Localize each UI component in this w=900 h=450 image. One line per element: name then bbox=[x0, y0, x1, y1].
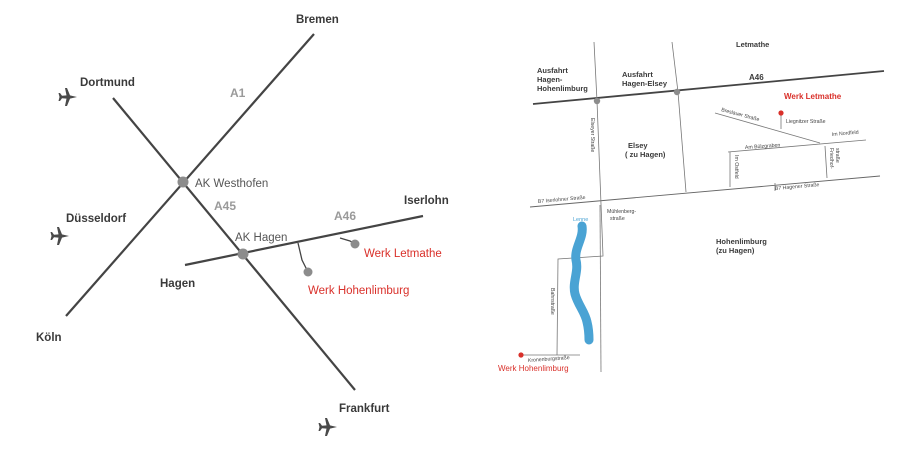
road-breslauer bbox=[714, 112, 821, 144]
highway-label-a45: A45 bbox=[214, 199, 236, 213]
airport-icon bbox=[50, 227, 69, 245]
exit-label-elsey-1: Ausfahrt bbox=[622, 70, 653, 79]
junction-label-hagen: AK Hagen bbox=[235, 232, 287, 244]
plant-marker-detail-hohenlimburg bbox=[518, 352, 524, 358]
river-label-lenne: Lenne bbox=[573, 217, 588, 223]
road-a45 bbox=[112, 97, 356, 391]
exit-marker-hohenlimburg bbox=[593, 97, 601, 105]
street-label-buelzgraben: Am Bülzgraben bbox=[745, 143, 781, 151]
exit-label-hohenlimburg-2: Hagen- bbox=[537, 75, 563, 84]
street-label-liegnitzer: Liegnitzer Straße bbox=[786, 119, 826, 125]
area-letmathe: Letmathe bbox=[736, 40, 769, 49]
street-label-bahnstrasse: Bahnstraße bbox=[549, 288, 555, 315]
exit-label-hohenlimburg-1: Ausfahrt bbox=[537, 66, 568, 75]
plant-marker-letmathe bbox=[350, 239, 360, 249]
road-elsey-exit bbox=[671, 41, 687, 193]
city-koeln: Köln bbox=[36, 332, 62, 344]
street-label-muehlenberg-1: Mühlenberg- bbox=[607, 209, 636, 215]
street-label-breslauer: Breslauer Straße bbox=[720, 107, 760, 123]
exit-label-hohenlimburg-3: Hohenlimburg bbox=[537, 84, 588, 93]
street-label-friedhof-2: straße bbox=[834, 148, 840, 163]
feeder-hohenlimburg bbox=[297, 242, 309, 273]
area-hohenlimburg-1: Hohenlimburg bbox=[716, 237, 767, 246]
plant-label-detail-hohenlimburg: Werk Hohenlimburg bbox=[498, 364, 569, 373]
road-a1 bbox=[65, 33, 315, 317]
plant-label-hohenlimburg: Werk Hohenlimburg bbox=[308, 285, 409, 297]
road-detail-a46 bbox=[532, 70, 885, 105]
highway-label-a1: A1 bbox=[230, 86, 246, 100]
street-label-friedhof-1: Friedhof- bbox=[828, 148, 834, 169]
street-label-elseyer: Elseyer Straße bbox=[589, 118, 595, 152]
street-label-b7-hagener: B7 Hagener Straße bbox=[775, 182, 820, 192]
city-hagen: Hagen bbox=[160, 278, 195, 290]
highway-label-detail-a46: A46 bbox=[749, 73, 764, 82]
street-label-b7-iserlohner: B7 Iserlohner Straße bbox=[538, 195, 586, 205]
area-hohenlimburg-2: (zu Hagen) bbox=[716, 246, 755, 255]
junction-label-westhofen: AK Westhofen bbox=[195, 178, 268, 190]
river-lenne bbox=[569, 221, 594, 345]
overview-map: Bremen Dortmund Düsseldorf Köln Hagen Is… bbox=[36, 14, 449, 436]
street-label-ostfeld: Im Ostfeld bbox=[733, 155, 739, 179]
airport-icon bbox=[58, 88, 77, 106]
junction-westhofen bbox=[177, 176, 189, 188]
street-label-kronenburg: Kronenburgstraße bbox=[528, 355, 570, 364]
road-buelzgraben bbox=[727, 139, 867, 153]
city-frankfurt: Frankfurt bbox=[339, 403, 390, 415]
plant-marker-hohenlimburg bbox=[303, 267, 313, 277]
plant-label-detail-letmathe: Werk Letmathe bbox=[784, 92, 842, 101]
city-iserlohn: Iserlohn bbox=[404, 195, 449, 207]
plant-marker-detail-letmathe bbox=[778, 110, 784, 116]
area-elsey-2: ( zu Hagen) bbox=[625, 150, 666, 159]
road-a46 bbox=[184, 214, 424, 267]
city-duesseldorf: Düsseldorf bbox=[66, 213, 126, 225]
road-friedhof bbox=[824, 145, 828, 179]
road-bahnstrasse bbox=[599, 204, 602, 373]
road-muehlenberg bbox=[556, 203, 604, 356]
city-dortmund: Dortmund bbox=[80, 77, 135, 89]
exit-marker-elsey bbox=[673, 88, 681, 96]
area-elsey-1: Elsey bbox=[628, 141, 648, 150]
city-bremen: Bremen bbox=[296, 14, 339, 26]
road-detail-b7 bbox=[529, 175, 881, 208]
street-label-muehlenberg-2: straße bbox=[610, 216, 625, 222]
airport-icon bbox=[318, 418, 337, 436]
street-label-nordfeld: Im Nordfeld bbox=[832, 130, 859, 138]
plant-label-letmathe: Werk Letmathe bbox=[364, 248, 442, 260]
junction-hagen bbox=[237, 248, 249, 260]
highway-label-a46: A46 bbox=[334, 209, 356, 223]
exit-label-elsey-2: Hagen-Elsey bbox=[622, 79, 668, 88]
detail-map: Letmathe Ausfahrt Hagen- Hohenlimburg Au… bbox=[498, 40, 885, 373]
